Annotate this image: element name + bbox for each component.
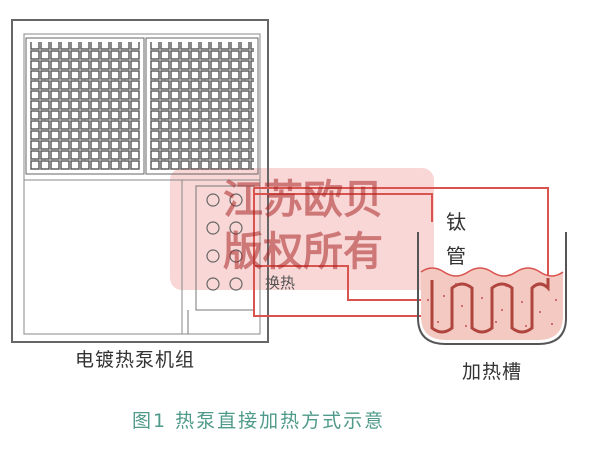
heating-tank-label: 加热槽 — [462, 361, 523, 383]
water-dots — [427, 283, 557, 327]
titanium-coil — [430, 278, 550, 334]
heat-pump-unit-label: 电镀热泵机组 — [75, 349, 196, 371]
watermark-line1: 江苏欧贝 — [223, 176, 383, 223]
exchanger-label: 换热 — [265, 274, 296, 292]
heat-pump-unit — [11, 19, 269, 343]
watermark-line2: 版权所有 — [223, 228, 383, 275]
copyright-watermark: 江苏欧贝 版权所有 — [198, 174, 408, 278]
titanium-tube-label-line2: 管 — [446, 244, 466, 268]
heating-tank — [417, 232, 567, 345]
titanium-tube-label-line1: 钛 — [446, 210, 466, 234]
figure-caption: 图1 热泵直接加热方式示意 — [132, 410, 386, 432]
fan-grille-right — [150, 42, 254, 170]
pipes — [253, 187, 549, 317]
exchanger-coils — [206, 193, 243, 291]
watermark-band — [170, 168, 434, 290]
titanium-tube-label: 钛 管 — [446, 205, 472, 273]
fan-grille-left — [30, 42, 140, 170]
